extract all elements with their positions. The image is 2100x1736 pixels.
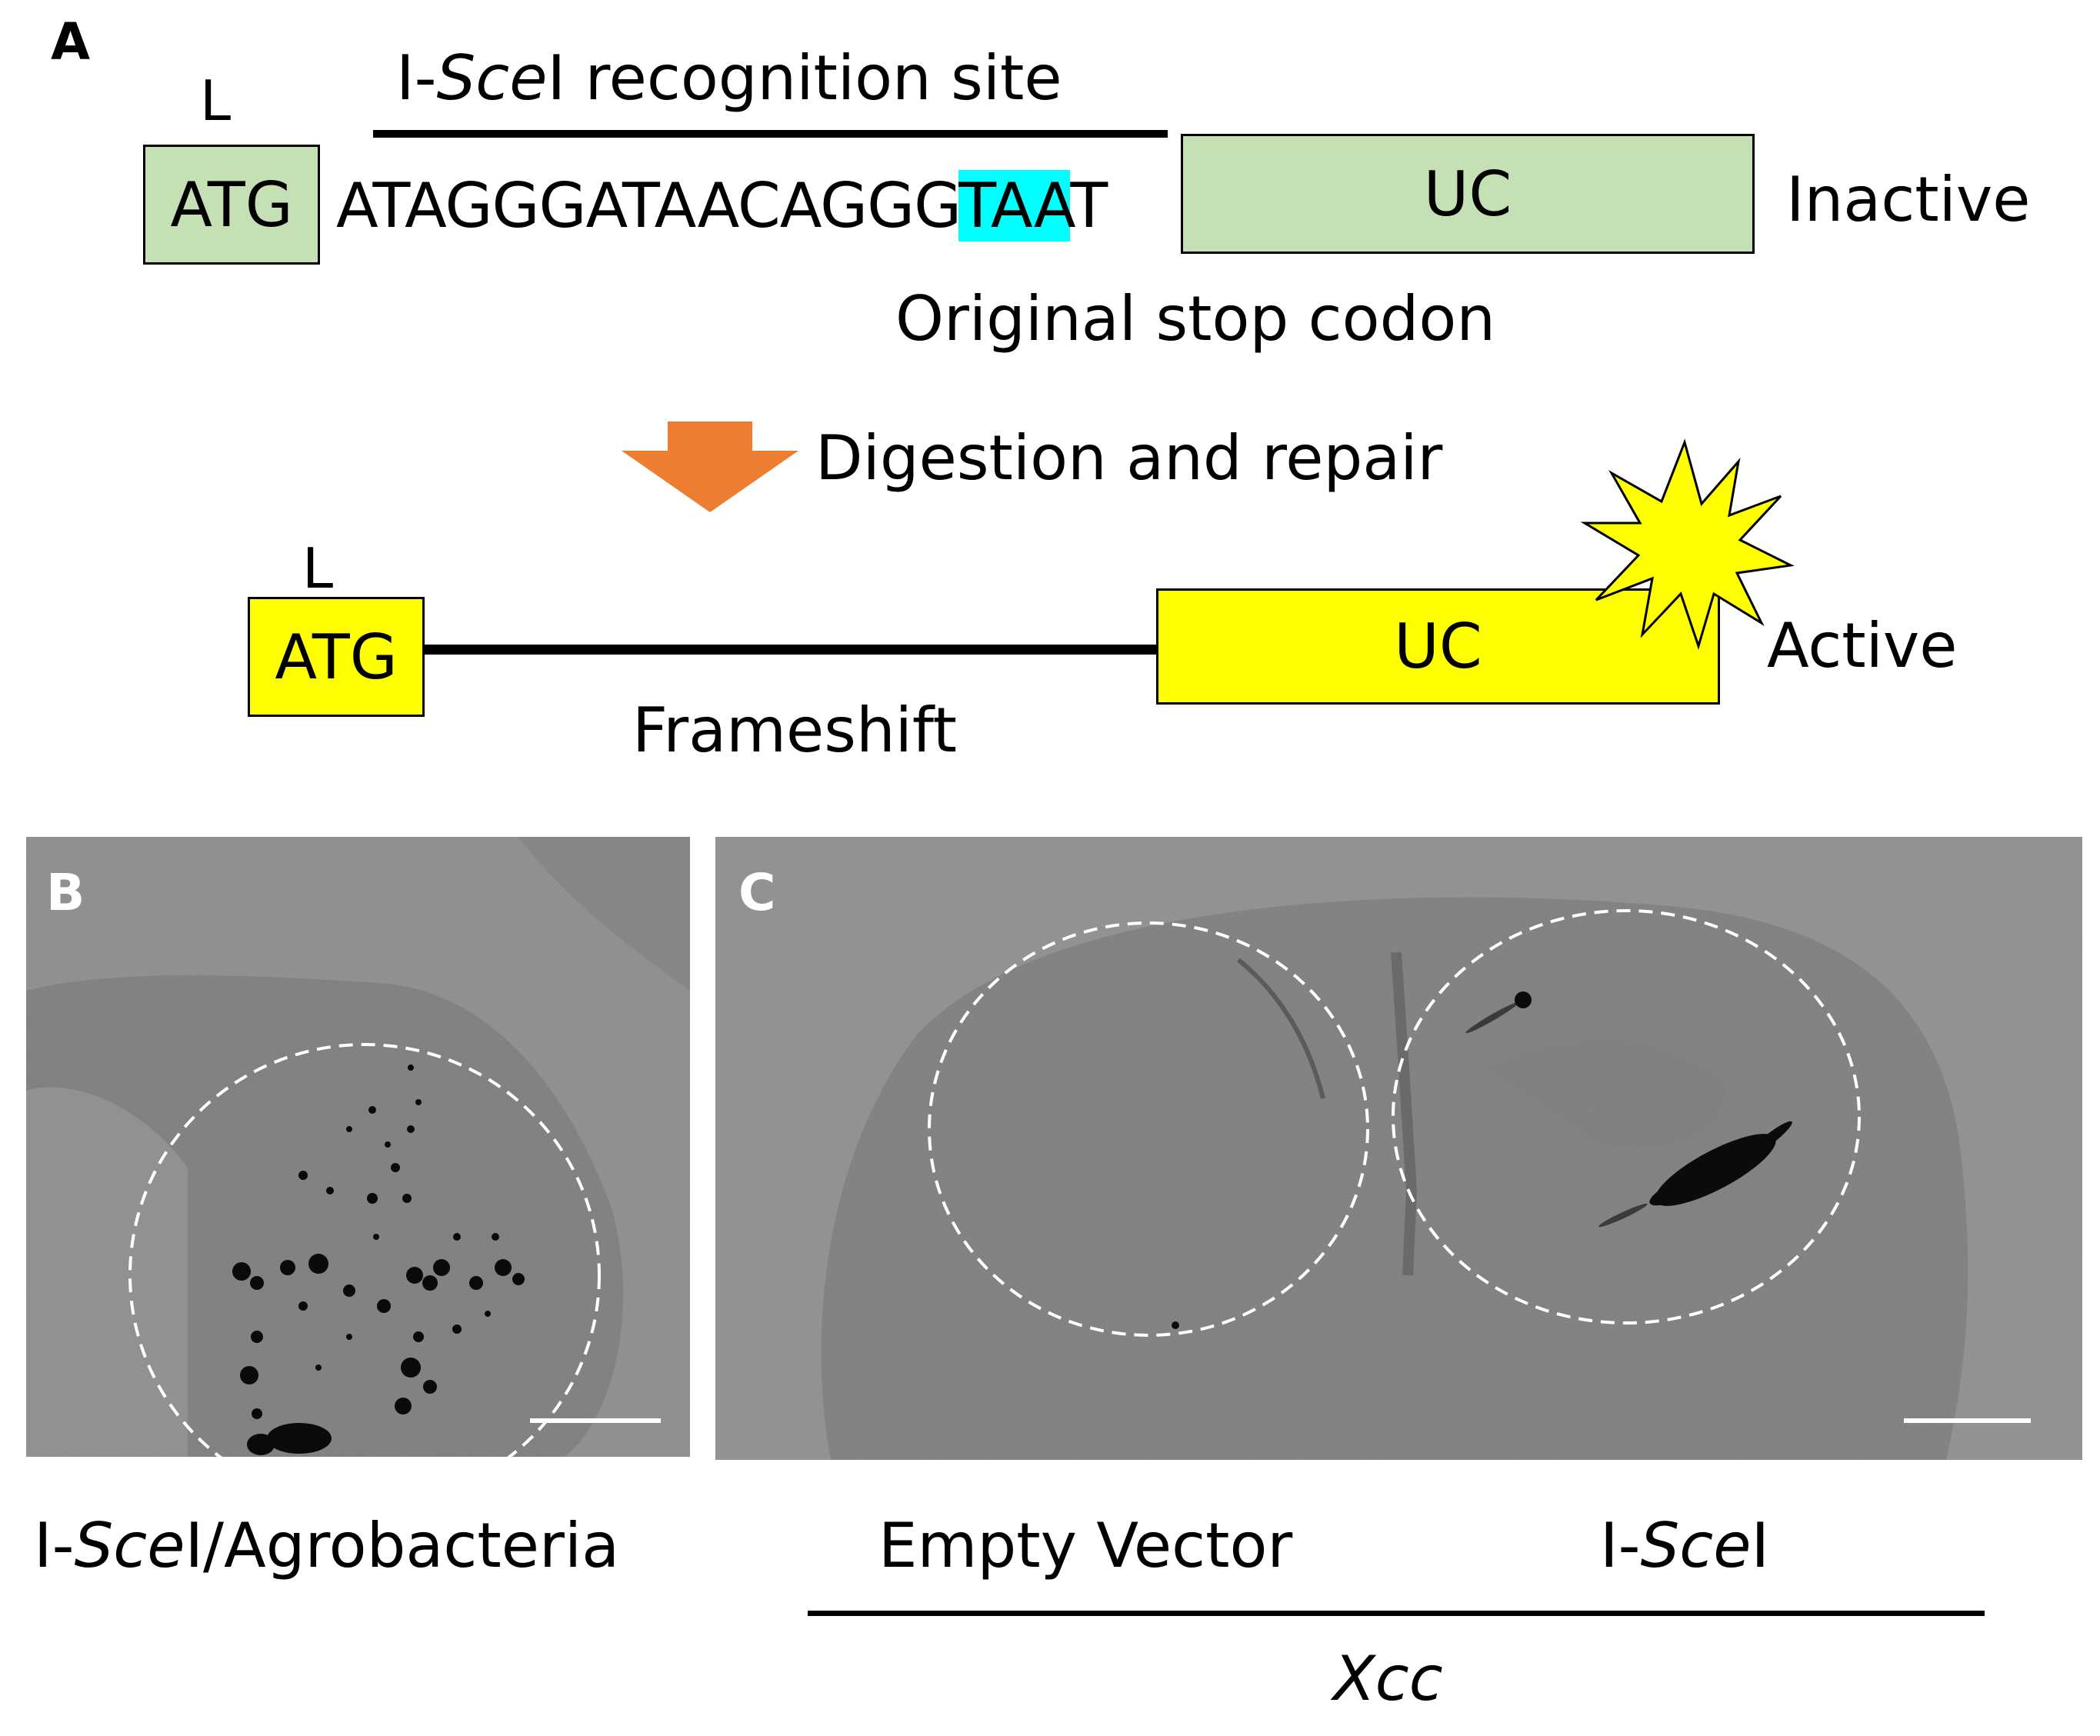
inactive-label: Inactive	[1786, 164, 2031, 235]
panel-b-caption: I-SceI/Agrobacteria	[34, 1515, 619, 1577]
recognition-site-title-post: I recognition site	[547, 42, 1062, 114]
infiltration-circle-isce1	[1392, 909, 1861, 1324]
luminescence-signal-c	[1172, 991, 1792, 1329]
scale-bar-b	[530, 1418, 661, 1423]
panel-b-leaf-render	[26, 837, 690, 1457]
digestion-repair-label: Digestion and repair	[815, 422, 1443, 494]
burst-shape	[1580, 438, 1795, 650]
panel-c-right-label-post: I	[1751, 1510, 1770, 1581]
frameshift-label: Frameshift	[632, 695, 957, 766]
panel-c-leaf-render	[715, 837, 2082, 1460]
infiltration-circle-empty-vector	[928, 921, 1369, 1337]
panel-c-group-bar	[808, 1611, 1985, 1616]
sequence-prefix: ATAGGGATAACAGGG	[336, 170, 959, 242]
upper-l-label: L	[200, 68, 232, 133]
active-label: Active	[1767, 610, 1958, 681]
sequence-suffix: T	[1070, 170, 1108, 242]
upper-atg-box: ATG	[143, 145, 320, 265]
recognition-sequence: ATAGGGATAACAGGGTAAT	[336, 170, 1108, 242]
panel-b-letter: B	[46, 863, 85, 922]
recognition-site-title-italic: Sce	[436, 42, 548, 114]
scale-bar-c	[1904, 1418, 2031, 1423]
panel-b-caption-post: I/Agrobacteria	[185, 1510, 620, 1581]
lower-atg-box: ATG	[248, 597, 425, 717]
panel-b-caption-pre: I-	[34, 1510, 75, 1581]
lower-l-label: L	[302, 536, 334, 601]
panel-c-right-label: I-SceI	[1600, 1515, 1769, 1577]
panel-c-right-label-italic: Sce	[1640, 1510, 1752, 1581]
upper-uc-box: UC	[1181, 134, 1755, 254]
panel-c-group-label: Xcc	[1333, 1643, 1443, 1714]
panel-b-image: B	[26, 837, 690, 1457]
luminescence-spots	[232, 1065, 525, 1455]
frameshift-line	[425, 645, 1157, 655]
panel-a-letter: A	[51, 12, 91, 72]
luminescence-burst-icon	[1580, 438, 1795, 650]
recognition-site-bar	[373, 130, 1168, 138]
leaf-midvein	[1391, 951, 1418, 1276]
stop-codon-highlight: TAA	[958, 170, 1071, 242]
recognition-site-title: I-SceI recognition site	[396, 48, 1062, 109]
stop-codon-label: Original stop codon	[895, 283, 1496, 355]
recognition-site-title-pre: I-	[396, 42, 437, 114]
panel-c-right-label-pre: I-	[1600, 1510, 1641, 1581]
down-arrow-icon	[622, 422, 798, 512]
panel-c-image: C	[715, 837, 2082, 1460]
panel-b-caption-italic: Sce	[74, 1510, 185, 1581]
lower-uc-box: UC	[1156, 588, 1720, 705]
panel-c-letter: C	[738, 863, 776, 922]
panel-c-left-label: Empty Vector	[878, 1510, 1293, 1581]
infiltration-circle-b	[128, 1043, 601, 1457]
